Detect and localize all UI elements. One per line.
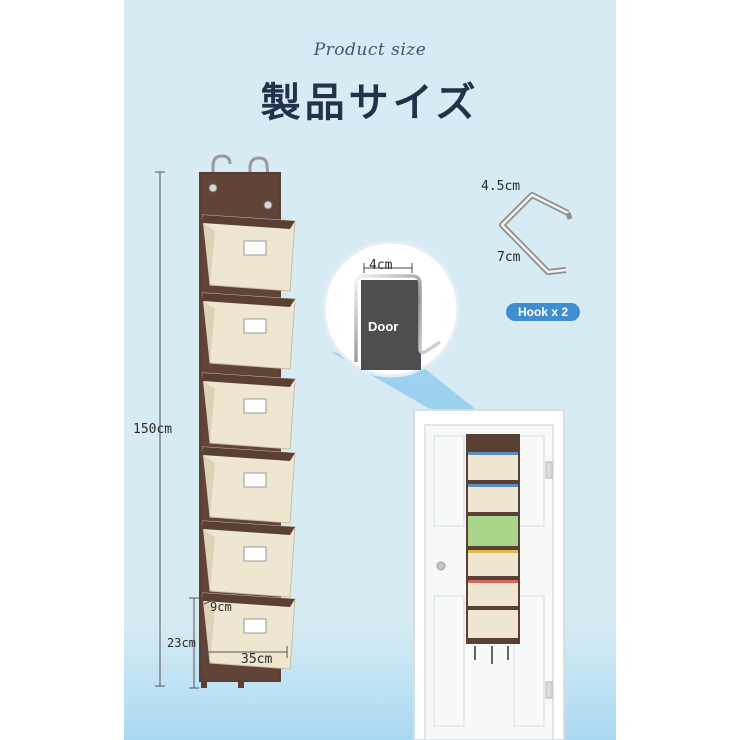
height-dimension <box>155 171 165 687</box>
depth-label: 9cm <box>210 600 232 614</box>
depth-dimension <box>203 599 215 605</box>
hook-illustration <box>499 192 573 275</box>
pocket <box>202 372 296 450</box>
hook-on-door-icon <box>354 274 441 362</box>
height-label: 150cm <box>133 422 173 437</box>
door-knob <box>436 561 446 571</box>
door-scene <box>413 409 565 740</box>
hook-right-icon <box>248 156 270 180</box>
page-title: 製品サイズ <box>260 79 480 126</box>
subtitle: Product size <box>313 40 427 60</box>
hook-count-badge: Hook x 2 <box>506 303 580 321</box>
door-gap-label: 4cm <box>369 258 393 273</box>
grommet-left <box>208 183 218 193</box>
door-detail-zoom <box>322 240 460 378</box>
pocket <box>202 592 296 670</box>
organizer-illustration <box>199 154 296 688</box>
grommet-right <box>263 200 273 210</box>
hook-left-icon <box>211 154 232 178</box>
pocket <box>202 292 296 370</box>
width-dimension <box>202 646 288 658</box>
width-label: 35cm <box>241 652 273 667</box>
hinge-bottom <box>545 681 553 699</box>
pocket-height-label: 23cm <box>167 636 196 650</box>
door-label: Door <box>368 319 399 334</box>
pocket <box>202 520 296 598</box>
hook-width-label: 4.5cm <box>481 179 521 194</box>
pocket <box>202 214 296 292</box>
hook-length-label: 7cm <box>497 250 521 265</box>
pocket <box>202 446 296 524</box>
pocket-height-dimension <box>189 597 199 689</box>
hinge-top <box>545 461 553 479</box>
door-edge <box>361 280 421 370</box>
